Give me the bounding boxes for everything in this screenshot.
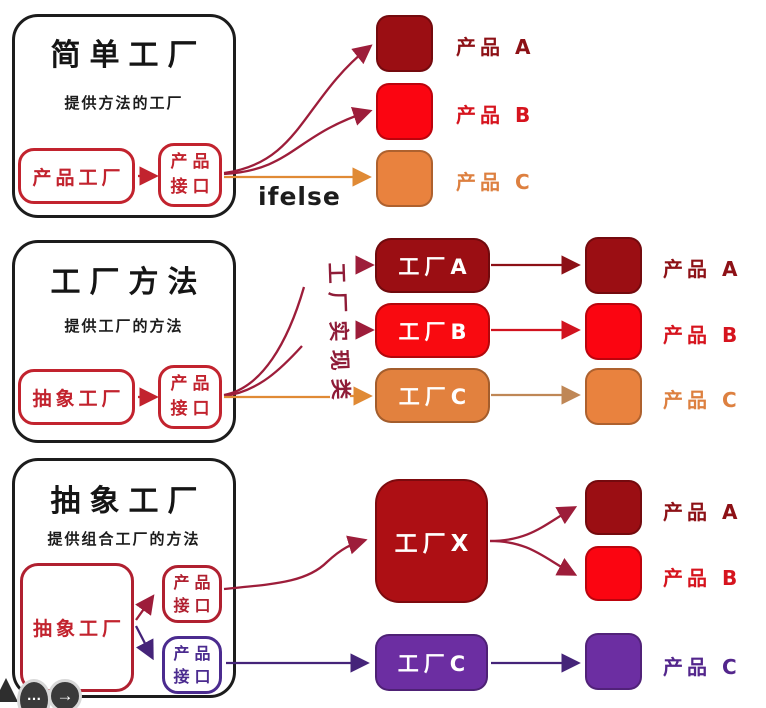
product-a-square-1 (376, 15, 433, 72)
abstract-factory-title: 抽象工厂 (50, 484, 207, 519)
product-c-label-3: 产品 C (663, 655, 741, 679)
interface-line-1: 产品 (173, 572, 216, 592)
abstract-factory-box-2: 抽象工厂 (18, 369, 135, 425)
ellipsis-icon: … (26, 687, 42, 704)
abstract-factory-label-3: 抽象工厂 (32, 618, 125, 640)
product-b-square-1 (376, 83, 433, 140)
product-b-label-3: 产品 B (663, 566, 742, 590)
factory-c-box-3: 工厂C (375, 634, 488, 691)
product-c-label-1: 产品 C (456, 170, 534, 194)
ifelse-annotation: ifelse (258, 182, 341, 211)
product-interface-box-3a: 产品 接口 (162, 565, 222, 623)
product-b-label-2: 产品 B (663, 323, 742, 347)
abstract-factory-subtitle: 提供组合工厂的方法 (47, 530, 201, 548)
product-b-label-1: 产品 B (456, 103, 535, 127)
product-a-square-3 (585, 480, 642, 535)
product-b-square-3 (585, 546, 642, 601)
product-interface-box-3b: 产品 接口 (162, 636, 222, 694)
factory-b-box: 工厂B (375, 303, 490, 358)
product-a-label-2: 产品 A (663, 257, 742, 281)
next-arrow-button[interactable]: → (48, 679, 82, 708)
product-a-label-1: 产品 A (456, 35, 535, 59)
product-b-square-2 (585, 303, 642, 360)
abstract-factory-label-2: 抽象工厂 (32, 387, 125, 410)
product-c-square-2 (585, 368, 642, 425)
factory-impl-annotation: 工厂实现类 (324, 262, 354, 408)
factory-x-box: 工厂X (375, 479, 488, 603)
factory-a-box: 工厂A (375, 238, 490, 293)
interface-line-2: 接口 (170, 399, 215, 419)
product-a-square-2 (585, 237, 642, 294)
arrow-right-icon: → (56, 686, 74, 705)
product-factory-label: 产品工厂 (32, 166, 125, 189)
interface-line-2: 接口 (173, 667, 216, 686)
interface-line-1: 产品 (170, 374, 215, 395)
abstract-factory-box-3: 抽象工厂 (20, 563, 134, 692)
factory-c-box: 工厂C (375, 368, 490, 423)
interface-line-2: 接口 (170, 177, 215, 197)
product-c-square-1 (376, 150, 433, 207)
product-c-label-2: 产品 C (663, 388, 741, 412)
product-factory-box: 产品工厂 (18, 148, 135, 204)
product-interface-box-1: 产品 接口 (158, 143, 222, 207)
product-c-square-3 (585, 633, 642, 690)
interface-line-1: 产品 (170, 152, 215, 173)
simple-factory-subtitle: 提供方法的工厂 (64, 94, 184, 112)
interface-line-2: 接口 (173, 596, 216, 615)
product-interface-box-2: 产品 接口 (158, 365, 222, 429)
interface-line-1: 产品 (173, 643, 216, 663)
product-a-label-3: 产品 A (663, 500, 742, 524)
simple-factory-title: 简单工厂 (50, 38, 207, 73)
factory-method-subtitle: 提供工厂的方法 (64, 317, 184, 335)
factory-method-title: 工厂方法 (50, 265, 207, 300)
